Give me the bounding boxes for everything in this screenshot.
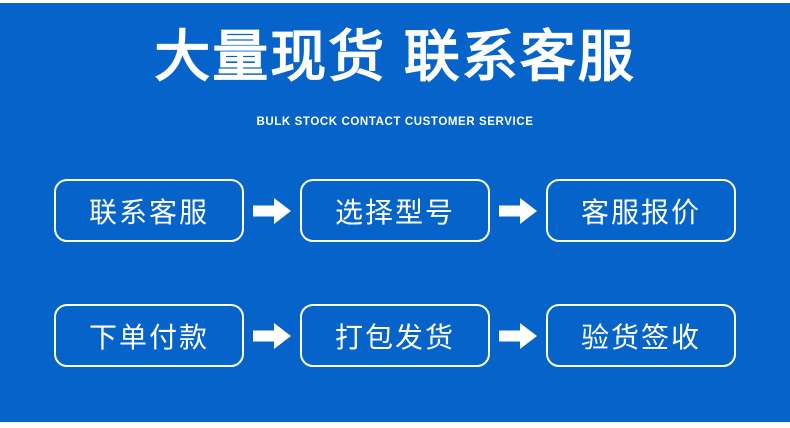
arrow-right-icon	[253, 197, 291, 224]
flow-row-1: 联系客服 选择型号 客服报价	[0, 178, 790, 243]
step-service-quote-label: 客服报价	[580, 196, 701, 228]
process-flow: 联系客服 选择型号 客服报价 下单付款	[0, 178, 790, 368]
step-inspect-sign: 验货签收	[546, 304, 736, 367]
banner-background: 大量现货 联系客服 BULK STOCK CONTACT CUSTOMER SE…	[0, 3, 790, 422]
step-contact-service: 联系客服	[54, 179, 244, 242]
banner-title: 大量现货 联系客服	[154, 25, 636, 88]
step-inspect-sign-label: 验货签收	[580, 321, 701, 353]
step-select-model: 选择型号	[300, 179, 490, 242]
arrow-right-icon	[253, 322, 291, 349]
flow-row-2: 下单付款 打包发货 验货签收	[0, 303, 790, 368]
banner-subtitle: BULK STOCK CONTACT CUSTOMER SERVICE	[256, 116, 534, 128]
arrow-right-icon	[499, 322, 537, 349]
step-pack-ship: 打包发货	[300, 304, 490, 367]
step-service-quote: 客服报价	[546, 179, 736, 242]
step-pack-ship-label: 打包发货	[334, 321, 455, 353]
arrow-right-icon	[499, 197, 537, 224]
step-select-model-label: 选择型号	[334, 196, 455, 228]
step-contact-service-label: 联系客服	[88, 196, 209, 228]
step-order-payment: 下单付款	[54, 304, 244, 367]
step-order-payment-label: 下单付款	[88, 321, 209, 353]
